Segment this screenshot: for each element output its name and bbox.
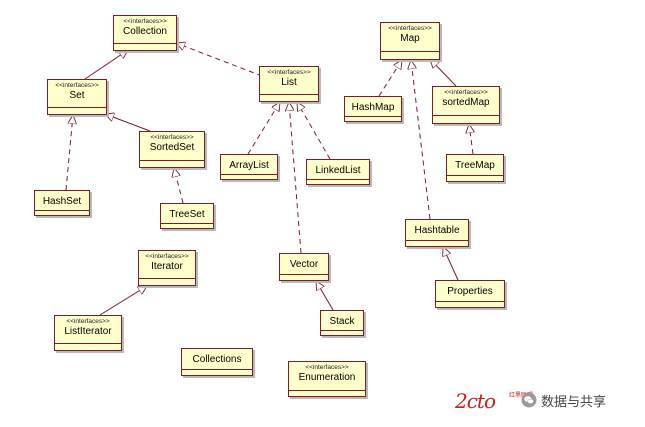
edge-treemap-sortedmap xyxy=(469,124,473,155)
stereotype-label: <<interfaces>> xyxy=(66,318,110,325)
class-name: Map xyxy=(400,33,420,44)
class-name: ListIterator xyxy=(64,326,112,337)
class-hashmap: HashMap xyxy=(344,96,402,122)
site-logo: 2cto xyxy=(455,389,496,413)
class-sortedmap: <<interfaces>> sortedMap xyxy=(432,86,500,124)
edge-vector-list xyxy=(289,102,302,254)
stereotype-label: <<interfaces>> xyxy=(55,82,99,89)
class-iterator: <<interfaces>> Iterator xyxy=(138,250,196,286)
class-map: <<interfaces>> Map xyxy=(380,22,440,60)
class-name: Collections xyxy=(192,354,242,365)
class-vector: Vector xyxy=(279,253,329,281)
edge-properties-hashtable xyxy=(443,247,459,281)
edge-hashmap-map xyxy=(378,60,402,97)
class-name: TreeSet xyxy=(169,209,205,220)
class-linkedlist: LinkedList xyxy=(306,159,370,185)
class-set: <<interfaces>> Set xyxy=(47,79,107,115)
class-treemap: TreeMap xyxy=(446,154,504,182)
class-enumeration: <<interfaces>> Enumeration xyxy=(288,361,366,397)
class-arraylist: ArrayList xyxy=(220,154,278,180)
stereotype-label: <<interfaces>> xyxy=(444,89,488,96)
stereotype-label: <<interfaces>> xyxy=(145,253,189,260)
class-treeset: TreeSet xyxy=(160,203,214,229)
class-sortedset: <<interfaces>> SortedSet xyxy=(139,131,205,168)
wechat-icon xyxy=(521,392,537,408)
class-name: Collection xyxy=(123,26,167,37)
class-name: Iterator xyxy=(151,261,183,272)
edge-arraylist-list xyxy=(247,102,280,155)
edge-treeset-sortedset xyxy=(174,168,184,204)
stereotype-label: <<interfaces>> xyxy=(150,134,194,141)
class-name: HashSet xyxy=(42,196,82,207)
class-name: Enumeration xyxy=(298,372,356,383)
account-name: 数据与共享 xyxy=(541,394,607,409)
edge-sortedmap-map xyxy=(430,59,457,87)
class-listiterator: <<interfaces>> ListIterator xyxy=(54,315,122,351)
edge-set-collection xyxy=(84,50,128,80)
edge-stack-vector xyxy=(316,281,334,311)
class-collection: <<interfaces>> Collection xyxy=(113,15,177,51)
class-name: LinkedList xyxy=(315,165,361,176)
stereotype-label: <<interfaces>> xyxy=(305,364,349,371)
class-name: Stack xyxy=(329,316,355,327)
class-name: Vector xyxy=(289,259,319,270)
stereotype-label: <<interfaces>> xyxy=(388,25,432,32)
class-collections: Collections xyxy=(181,348,253,376)
class-hashtable: Hashtable xyxy=(405,219,469,247)
class-name: ArrayList xyxy=(229,160,269,171)
watermark: 2cto 红黑联盟 数据与共享 xyxy=(455,387,640,417)
edge-linkedlist-list xyxy=(297,102,331,160)
class-properties: Properties xyxy=(435,280,505,308)
edge-listiterator-iterator xyxy=(99,286,147,316)
class-name: SortedSet xyxy=(149,142,195,153)
class-name: TreeMap xyxy=(455,160,495,171)
stereotype-label: <<interfaces>> xyxy=(123,18,167,25)
edge-hashset-set xyxy=(65,115,73,191)
class-name: Hashtable xyxy=(414,225,460,236)
edge-hashtable-map xyxy=(411,60,431,220)
site-logo-subtext: 红黑联盟 xyxy=(509,393,534,399)
class-hashset: HashSet xyxy=(34,190,90,216)
edge-sortedset-set xyxy=(105,114,151,132)
class-list: <<interfaces>> List xyxy=(259,66,319,102)
stereotype-label: <<interfaces>> xyxy=(267,69,311,76)
edge-list-collection xyxy=(176,43,263,77)
class-stack: Stack xyxy=(320,310,364,336)
class-name: List xyxy=(281,77,297,88)
class-name: Properties xyxy=(447,286,493,297)
class-name: Set xyxy=(69,90,85,101)
class-name: HashMap xyxy=(351,102,395,113)
class-name: sortedMap xyxy=(442,97,490,108)
